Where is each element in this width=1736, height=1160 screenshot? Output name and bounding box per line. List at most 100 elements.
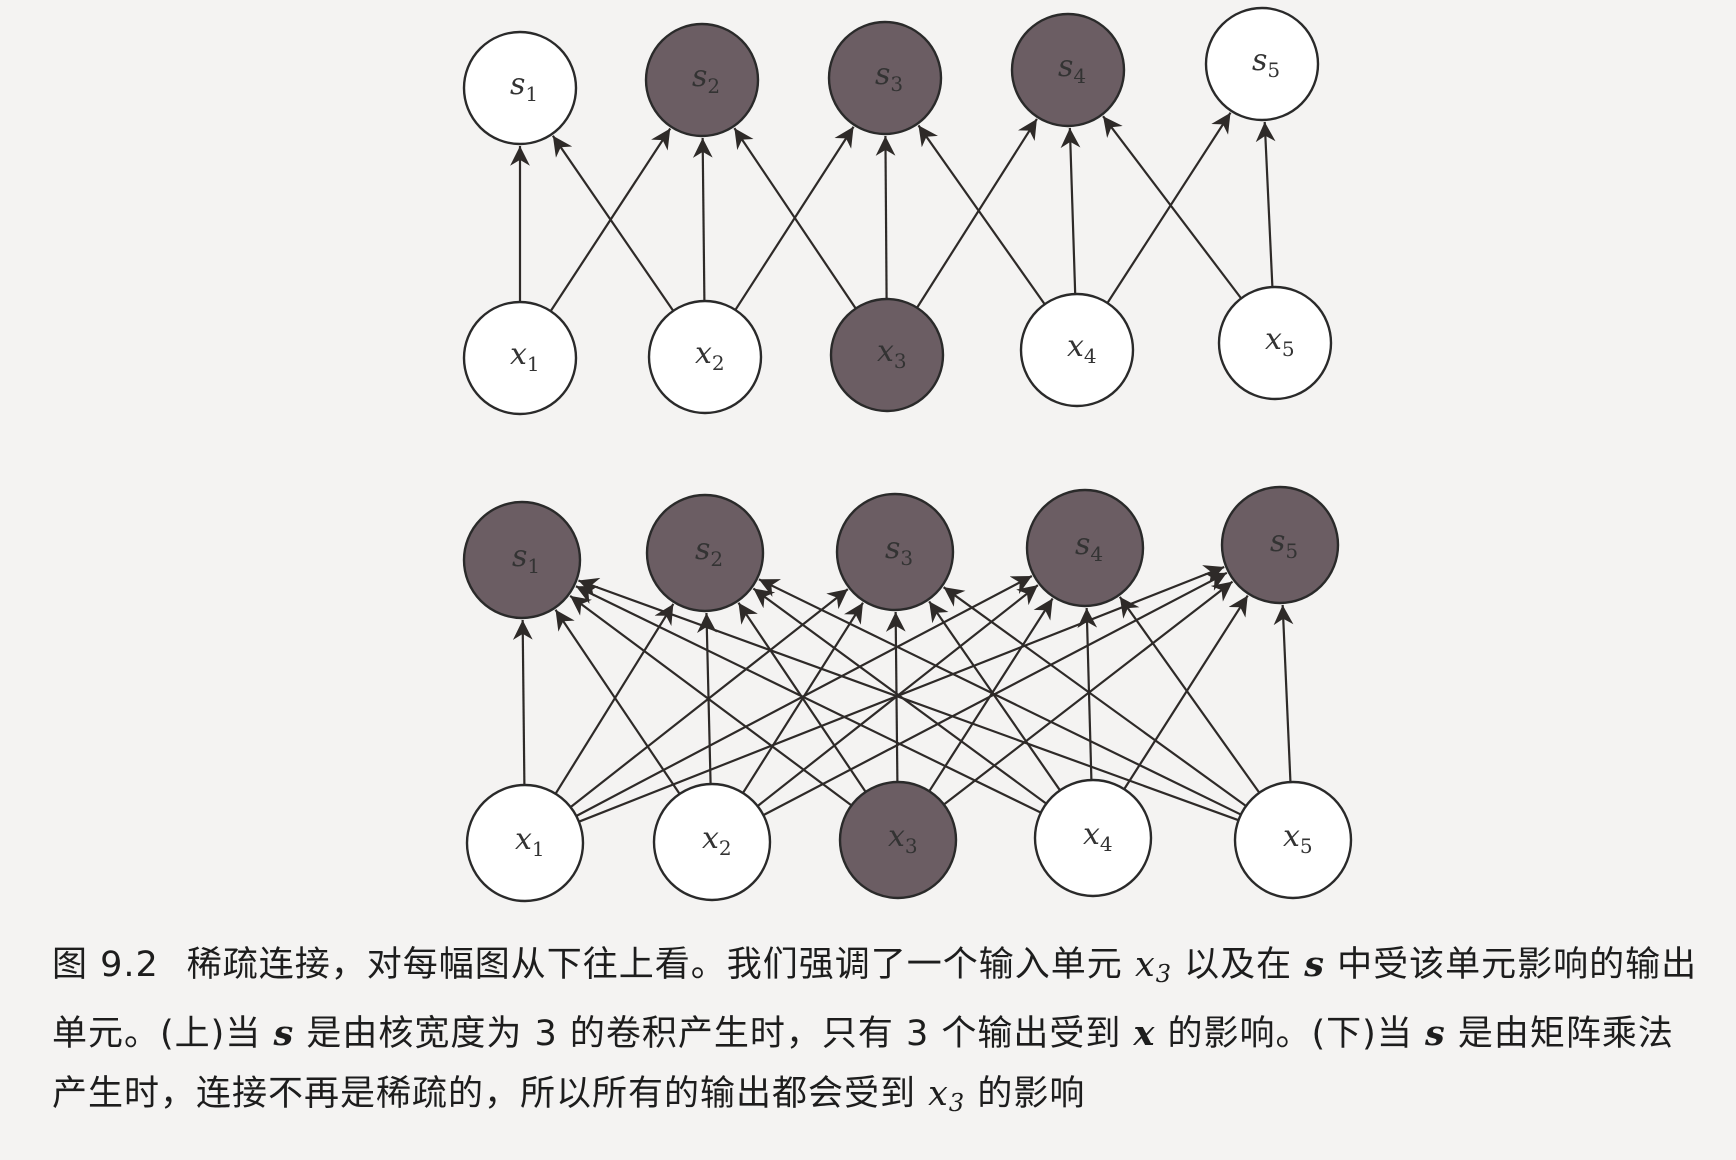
bottom-edge-x5-to-s4 (1118, 596, 1261, 794)
bottom-input-node-label-x5: x5 (1283, 819, 1313, 858)
bottom-output-node-s4: s4 (1025, 488, 1145, 608)
top-output-node-label-base-s5: s (1252, 43, 1267, 78)
bottom-output-node-label-s1: s1 (512, 539, 540, 578)
bottom-output-node-label-base-s4: s (1075, 527, 1090, 562)
bottom-output-node-label-sub-s3: 3 (900, 546, 913, 570)
math-s-first: s (1304, 944, 1325, 985)
top-output-node-label-base-s1: s (510, 67, 525, 102)
caption-text-6: 是由矩阵乘法产生时，连接不再是稀疏的，所以所有的输出都会受到 (52, 1014, 1674, 1114)
bottom-edge-x5-to-s2 (758, 578, 1242, 816)
caption-text-5: 的影响。(下)当 (1167, 1014, 1413, 1054)
top-input-node-x1: x1 (462, 300, 578, 416)
bottom-edge-x1-to-s1 (512, 619, 533, 786)
bottom-edge-x4-to-s4 (1077, 607, 1098, 781)
bottom-edge-x5-to-s3 (942, 586, 1247, 807)
top-output-node-circle-s2 (644, 22, 760, 138)
bottom-output-node-label-base-s2: s (695, 532, 710, 567)
top-input-node-x5: x5 (1217, 285, 1333, 401)
figure-number: 图 9.2 (52, 945, 159, 985)
math-x-bold: x (1133, 1013, 1156, 1054)
top-input-node-label-base-x3: x (877, 334, 894, 369)
bottom-input-node-circle-x1 (465, 783, 585, 903)
bottom-input-node-label-x4: x4 (1083, 817, 1113, 856)
bottom-edge-x1-to-s5 (578, 565, 1225, 823)
bottom-output-node-label-s4: s4 (1075, 527, 1103, 566)
top-input-node-label-sub-x4: 4 (1084, 344, 1097, 368)
bottom-output-node-circle-s3 (835, 492, 955, 612)
caption-text-3: 中受该单元影响的输出单元。(上)当 (52, 945, 1698, 1054)
bottom-edge-x5-to-s1 (578, 577, 1239, 822)
math-x3-second: x3 (928, 1074, 965, 1117)
top-edge-x3-to-s3 (875, 135, 896, 300)
top-input-node-circle-x1 (462, 300, 578, 416)
top-input-node-label-sub-x5: 5 (1282, 337, 1295, 361)
top-edges (510, 112, 1276, 312)
top-input-node-label-x3: x3 (877, 334, 907, 373)
top-input-node-label-sub-x1: 1 (527, 352, 540, 376)
top-input-node-label-sub-x2: 2 (712, 351, 725, 375)
top-edge-x5-to-s4 (1102, 115, 1243, 300)
top-output-node-label-sub-s3: 3 (890, 72, 903, 96)
bottom-input-node-label-sub-x5: 5 (1300, 834, 1313, 858)
top-input-node-label-x1: x1 (510, 337, 540, 376)
bottom-input-node-x4: x4 (1033, 778, 1153, 898)
bottom-input-node-label-base-x1: x (515, 822, 532, 857)
bottom-input-node-label-base-x5: x (1283, 819, 1300, 854)
bottom-edge-x4-to-s3 (928, 600, 1061, 791)
bottom-input-node-label-x2: x2 (702, 821, 732, 860)
bottom-output-node-label-sub-s4: 4 (1090, 542, 1103, 566)
bottom-input-node-label-x1: x1 (515, 822, 545, 861)
math-x3-first-sub: 3 (1155, 960, 1172, 988)
top-input-node-label-x2: x2 (695, 336, 725, 375)
math-s-third: s (1424, 1013, 1446, 1054)
bottom-output-node-label-base-s5: s (1270, 524, 1285, 559)
top-output-node-s3: s3 (827, 20, 943, 136)
top-edge-x5-to-s5 (1255, 121, 1276, 288)
bottom-output-node-s5: s5 (1220, 485, 1340, 605)
bottom-output-node-circle-s1 (462, 500, 582, 620)
bottom-edge-x4-to-s5 (1123, 594, 1249, 790)
top-input-node-x4: x4 (1019, 292, 1135, 408)
bottom-output-node-s3: s3 (835, 492, 955, 612)
top-output-node-s5: s5 (1204, 6, 1320, 122)
top-input-node-circle-x2 (647, 299, 763, 415)
bottom-output-node-label-sub-s2: 2 (710, 547, 723, 571)
bottom-output-node-circle-s2 (645, 493, 765, 613)
bottom-input-node-label-base-x2: x (702, 821, 719, 856)
bottom-input-node-circle-x3 (838, 780, 958, 900)
bottom-edge-x4-to-s1 (575, 585, 1042, 814)
top-output-node-s2: s2 (644, 22, 760, 138)
bottom-output-node-label-sub-s5: 5 (1285, 539, 1298, 563)
bottom-input-node-x3: x3 (838, 780, 958, 900)
top-output-node-label-sub-s5: 5 (1267, 58, 1280, 82)
top-input-node-label-sub-x3: 3 (894, 349, 907, 373)
top-output-node-label-sub-s1: 1 (525, 82, 538, 106)
caption-text-7: 的影响 (977, 1074, 1086, 1114)
top-edge-x3-to-s4 (916, 118, 1038, 309)
bottom-output-node-circle-s4 (1025, 488, 1145, 608)
top-edge-x4-to-s4 (1060, 127, 1081, 295)
bottom-input-node-label-x3: x3 (888, 819, 918, 858)
bottom-input-node-label-base-x4: x (1083, 817, 1100, 852)
bottom-input-node-label-sub-x3: 3 (905, 834, 918, 858)
bottom-output-node-label-base-s3: s (885, 531, 900, 566)
top-output-node-circle-s5 (1204, 6, 1320, 122)
math-x3-first-base: x (1134, 945, 1156, 985)
bottom-output-node-circle-s5 (1220, 485, 1340, 605)
top-input-node-circle-x5 (1217, 285, 1333, 401)
bottom-input-node-label-sub-x2: 2 (719, 836, 732, 860)
bottom-input-node-circle-x4 (1033, 778, 1153, 898)
bottom-output-node-label-s3: s3 (885, 531, 913, 570)
bottom-edges (512, 565, 1294, 823)
bottom-input-node-label-sub-x4: 4 (1100, 832, 1113, 856)
top-edge-x3-to-s2 (733, 127, 857, 310)
top-edge-x4-to-s5 (1106, 112, 1232, 304)
top-input-node-label-base-x4: x (1067, 329, 1084, 364)
top-output-node-label-sub-s2: 2 (707, 74, 720, 98)
bottom-input-node-label-base-x3: x (888, 819, 905, 854)
bottom-input-node-label-sub-x1: 1 (532, 837, 545, 861)
top-input-node-x3: x3 (829, 297, 945, 413)
